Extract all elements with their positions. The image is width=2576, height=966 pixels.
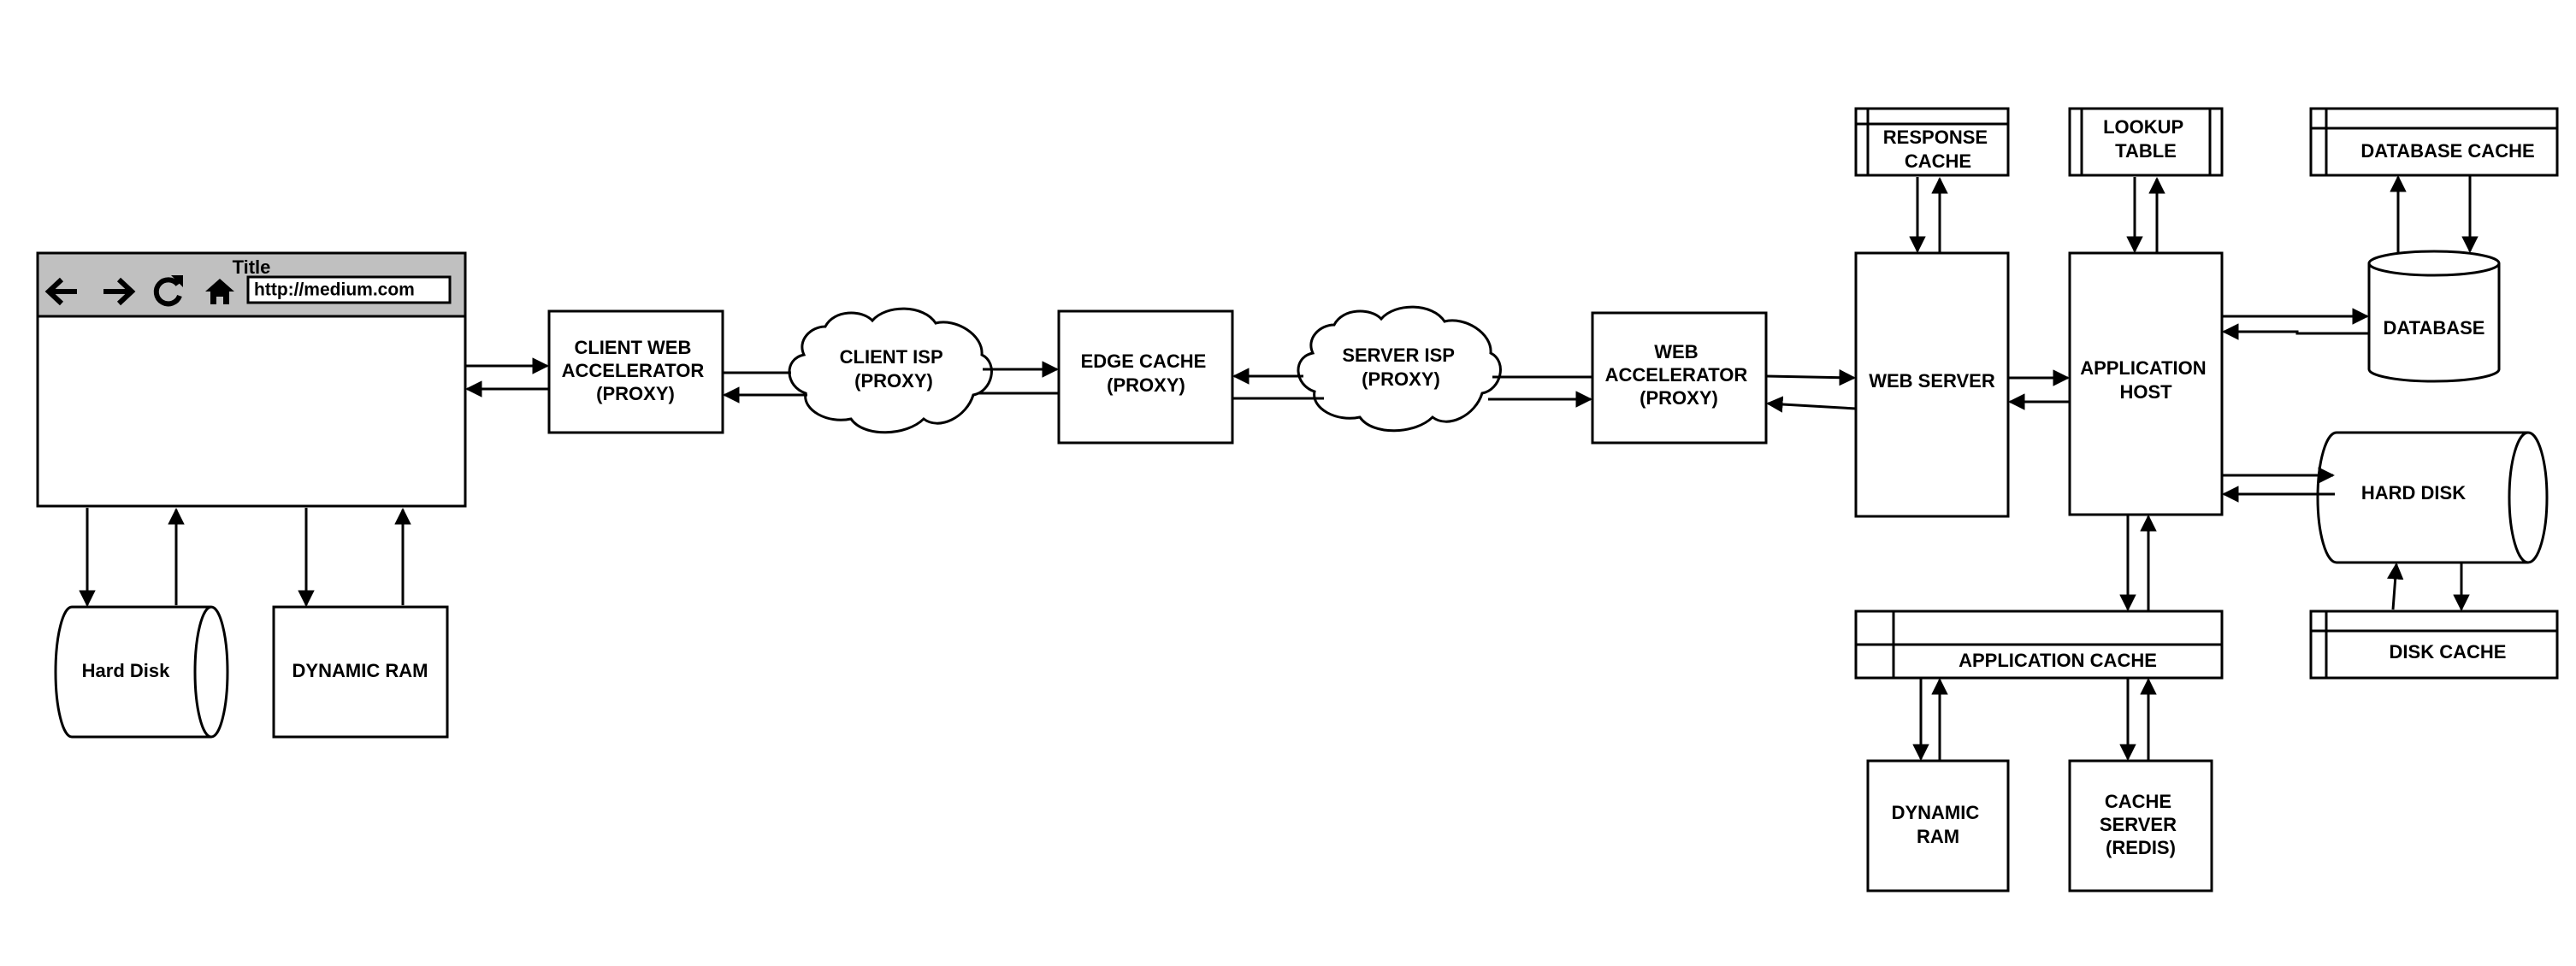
lookup-table: LOOKUP TABLE bbox=[2068, 107, 2224, 177]
url-field[interactable] bbox=[246, 275, 452, 304]
client-dynamic-ram-label: DYNAMIC RAM bbox=[292, 660, 428, 681]
server-hard-disk-label: HARD DISK bbox=[2361, 482, 2466, 504]
response-cache: RESPONSE CACHE bbox=[1854, 107, 2010, 177]
cache-server-label: CACHE SERVER (REDIS) bbox=[2100, 786, 2182, 858]
database-label: DATABASE bbox=[2384, 317, 2485, 339]
client-dynamic-ram bbox=[272, 605, 449, 739]
connectors bbox=[79, 175, 2479, 761]
application-cache: APPLICATION CACHE bbox=[1854, 610, 2224, 680]
database-cache-label: DATABASE CACHE bbox=[2360, 140, 2534, 162]
client-isp-label: CLIENT ISP (PROXY) bbox=[840, 341, 948, 392]
response-cache-label: RESPONSE CACHE bbox=[1883, 121, 1993, 172]
client-web-accelerator-label: CLIENT WEB ACCELERATOR (PROXY) bbox=[562, 332, 710, 404]
server-hard-disk: HARD DISK bbox=[2316, 431, 2549, 564]
arrow-web-server-to-accelerator bbox=[1766, 396, 1857, 413]
arrow-accelerator-to-web-server bbox=[1765, 368, 1856, 386]
disk-cache-label: DISK CACHE bbox=[2390, 641, 2507, 663]
database-cache: DATABASE CACHE bbox=[2309, 107, 2559, 177]
web-server-label: WEB SERVER bbox=[1869, 370, 1995, 392]
client-hard-disk-label: Hard Disk bbox=[82, 660, 170, 681]
back-arrow-icon[interactable] bbox=[44, 277, 77, 306]
web-accelerator bbox=[1591, 311, 1768, 445]
application-host-label: APPLICATION HOST bbox=[2080, 352, 2212, 403]
browser-title: Title bbox=[233, 256, 271, 278]
arrow-disk-cache-to-hard-disk bbox=[2386, 563, 2404, 610]
lookup-table-label: LOOKUP TABLE bbox=[2103, 111, 2189, 162]
server-dynamic-ram bbox=[1866, 759, 2010, 892]
edge-cache bbox=[1057, 309, 1234, 445]
reload-icon[interactable] bbox=[153, 275, 183, 307]
server-isp-label: SERVER ISP (PROXY) bbox=[1342, 339, 1459, 390]
edge-cache-label: EDGE CACHE (PROXY) bbox=[1081, 345, 1212, 396]
application-cache-label: APPLICATION CACHE bbox=[1959, 650, 2157, 671]
home-icon[interactable] bbox=[205, 279, 234, 304]
server-isp-cloud: SERVER ISP (PROXY) bbox=[1297, 305, 1502, 433]
client-isp-cloud: CLIENT ISP (PROXY) bbox=[788, 307, 993, 434]
client-hard-disk: Hard Disk bbox=[54, 605, 229, 739]
web-accelerator-label: WEB ACCELERATOR (PROXY) bbox=[1605, 336, 1753, 409]
disk-cache: DISK CACHE bbox=[2309, 610, 2559, 680]
forward-arrow-icon[interactable] bbox=[103, 277, 136, 306]
cache-server-redis bbox=[2068, 759, 2213, 892]
url-text: http://medium.com bbox=[254, 280, 415, 300]
web-server bbox=[1854, 251, 2010, 518]
database: DATABASE bbox=[2367, 250, 2501, 383]
arrow-database-to-app-host bbox=[2222, 323, 2369, 340]
browser-window: Title http://medium.com bbox=[36, 251, 467, 508]
server-dynamic-ram-label: DYNAMIC RAM bbox=[1892, 797, 1985, 847]
application-host bbox=[2068, 251, 2224, 516]
